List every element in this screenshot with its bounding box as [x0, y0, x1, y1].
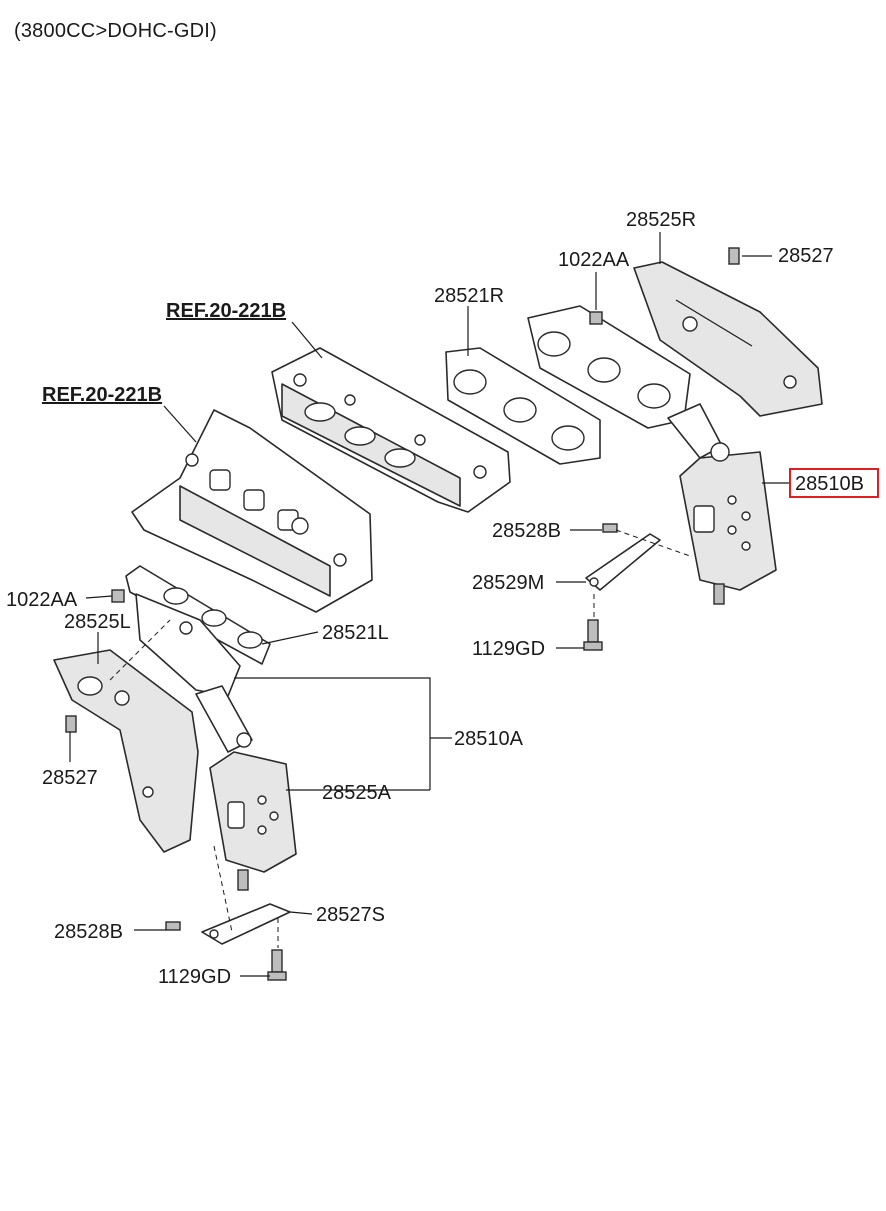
- part-label-28525A[interactable]: 28525A: [322, 782, 392, 804]
- cylinder-head-right: [271, 347, 511, 513]
- part-label-28527-left[interactable]: 28527: [42, 767, 98, 789]
- part-label-28510A[interactable]: 28510A: [454, 728, 524, 750]
- part-label-28529M[interactable]: 28529M: [472, 572, 544, 594]
- part-label-28521R[interactable]: 28521R: [434, 285, 504, 307]
- part-label-28528B-bottom[interactable]: 28528B: [54, 921, 123, 943]
- cylinder-head-left: [131, 409, 373, 613]
- part-label-1129GD-top[interactable]: 1129GD: [472, 638, 545, 660]
- part-label-28525R[interactable]: 28525R: [626, 209, 696, 231]
- part-label-1022AA-top[interactable]: 1022AA: [558, 249, 630, 271]
- ref-label-upper[interactable]: REF.20-221B: [166, 300, 286, 322]
- selected-part-highlight: [789, 468, 879, 498]
- assembly-lines: [109, 529, 691, 948]
- catalytic-converter-left: [195, 685, 297, 891]
- bracket-28527S: [201, 903, 291, 945]
- gasket-28521L: [125, 565, 271, 665]
- part-label-1129GD-bottom[interactable]: 1129GD: [158, 966, 231, 988]
- part-label-28527S[interactable]: 28527S: [316, 904, 385, 926]
- engine-spec-label: (3800CC>DOHC-GDI): [14, 20, 217, 42]
- part-label-28510B[interactable]: 28510B: [795, 473, 864, 495]
- part-label-1022AA-left[interactable]: 1022AA: [6, 589, 78, 611]
- bracket-28529M: [585, 533, 661, 591]
- catalytic-converter-right: [667, 403, 777, 605]
- part-label-28525L[interactable]: 28525L: [64, 611, 131, 633]
- heat-shield-right: [633, 261, 823, 417]
- part-label-28528B-top[interactable]: 28528B: [492, 520, 561, 542]
- part-label-28527-top[interactable]: 28527: [778, 245, 834, 267]
- part-label-28521L[interactable]: 28521L: [322, 622, 389, 644]
- leader-lines: [69, 232, 790, 977]
- ref-label-lower[interactable]: REF.20-221B: [42, 384, 162, 406]
- gasket-28521R: [445, 347, 601, 465]
- fasteners: [65, 247, 740, 981]
- heat-shield-left: [53, 649, 199, 853]
